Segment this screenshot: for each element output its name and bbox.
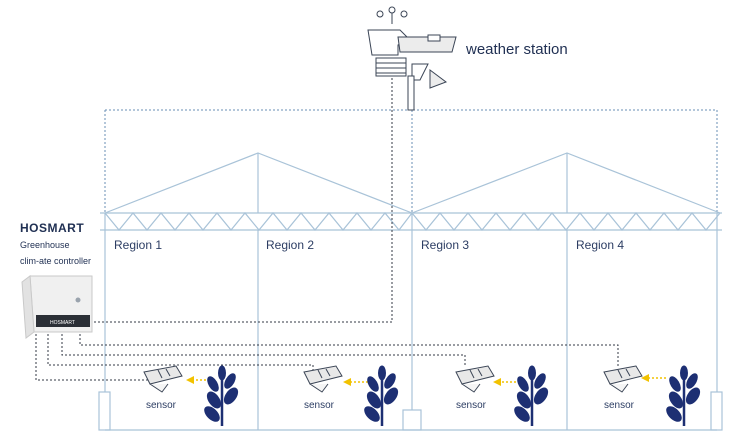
sensor-icon: [143, 365, 183, 385]
controller-wiring: [35, 78, 619, 381]
network-dotted-lines: [104, 109, 718, 410]
weather-station-label: weather station: [466, 41, 568, 58]
sensor-4-label: sensor: [604, 400, 635, 411]
plant-2: [364, 365, 399, 426]
controller-brand: HOSMART: [20, 221, 85, 235]
region-1-label: Region 1: [114, 238, 163, 252]
sensor-2: [303, 365, 343, 393]
sensor-1: [143, 365, 183, 393]
controller-subtitle-2: clim-ate controller: [20, 256, 92, 266]
sensor-3: [455, 365, 495, 393]
region-4-label: Region 4: [576, 238, 625, 252]
weather-station: [367, 6, 457, 111]
plant-4: [666, 365, 701, 426]
plant-3: [514, 365, 549, 426]
region-2-label: Region 2: [266, 238, 315, 252]
sensor-icon: [455, 365, 495, 385]
signal-arrows: [186, 374, 666, 386]
sensor-icon: [303, 365, 343, 385]
greenhouse-structure: [98, 152, 723, 431]
sensor-icon: [603, 365, 643, 385]
controller-panel-brand: HOSMART: [50, 320, 75, 326]
controller-subtitle-1: Greenhouse: [20, 240, 70, 250]
region-3-label: Region 3: [421, 238, 470, 252]
controller-box: [21, 275, 93, 339]
sensor-2-label: sensor: [304, 400, 335, 411]
sensor-4: [603, 365, 643, 393]
sensor-3-label: sensor: [456, 400, 487, 411]
plant-1: [204, 365, 239, 426]
sensor-1-label: sensor: [146, 400, 177, 411]
